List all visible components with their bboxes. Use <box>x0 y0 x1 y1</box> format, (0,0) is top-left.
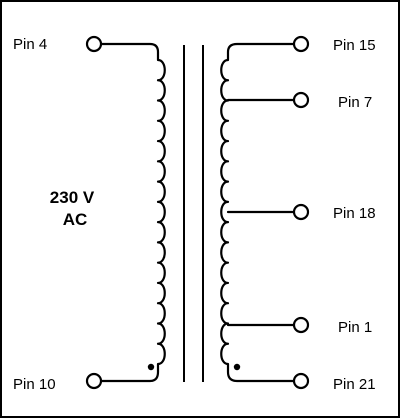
label-pin-7: Pin 7 <box>338 94 372 111</box>
label-pin-18: Pin 18 <box>333 205 376 222</box>
supply-type-label: AC <box>63 210 88 229</box>
supply-voltage-label: 230 V <box>50 188 95 207</box>
primary-coil <box>156 58 166 366</box>
primary-polarity-dot <box>147 363 155 371</box>
secondary-lead-pin-15 <box>226 42 296 62</box>
terminal-pin-1 <box>292 316 310 334</box>
terminal-pin-4 <box>85 35 103 53</box>
secondary-coil <box>220 58 230 366</box>
primary-top-lead <box>99 42 160 62</box>
terminal-pin-15 <box>292 35 310 53</box>
label-pin-10: Pin 10 <box>13 376 56 393</box>
terminal-pin-10 <box>85 372 103 390</box>
label-pin-21: Pin 21 <box>333 376 376 393</box>
terminal-pin-18 <box>292 203 310 221</box>
label-pin-4: Pin 4 <box>13 36 47 53</box>
secondary-polarity-dot <box>233 363 241 371</box>
label-pin-1: Pin 1 <box>338 319 372 336</box>
terminal-pin-7 <box>292 91 310 109</box>
primary-winding <box>85 35 166 390</box>
terminal-pin-21 <box>292 372 310 390</box>
secondary-lead-pin-21 <box>226 362 296 383</box>
label-pin-15: Pin 15 <box>333 37 376 54</box>
secondary-winding <box>220 35 310 390</box>
primary-bottom-lead <box>99 362 160 383</box>
